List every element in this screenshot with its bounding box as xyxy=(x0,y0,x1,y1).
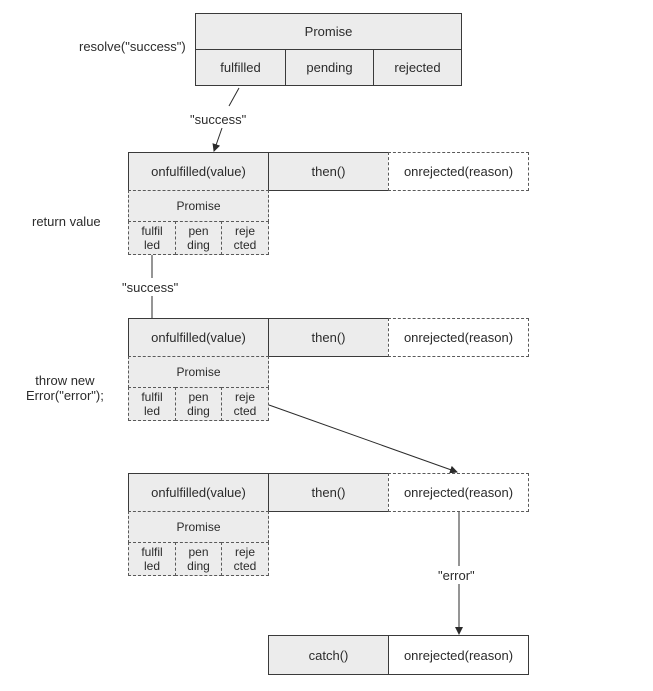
catch-onrejected: onrejected(reason) xyxy=(388,635,529,675)
row1-onfulfilled: onfulfilled(value) xyxy=(128,152,269,191)
success-label-1: "success" xyxy=(190,112,247,127)
error-label: "error" xyxy=(438,568,475,583)
row1-state-rejected: reje cted xyxy=(221,221,269,255)
row2-onrejected: onrejected(reason) xyxy=(388,318,529,357)
arrow-resolve-to-onfulfilled-tail xyxy=(212,127,223,152)
top-state-rejected: rejected xyxy=(373,49,462,86)
return-value-label: return value xyxy=(32,214,101,229)
catch-box: catch() xyxy=(268,635,389,675)
row1-state-fulfilled: fulfil led xyxy=(128,221,176,255)
row1-onrejected: onrejected(reason) xyxy=(388,152,529,191)
row3-then: then() xyxy=(268,473,389,512)
resolve-label: resolve("success") xyxy=(79,39,186,54)
row3-promise: Promise xyxy=(128,511,269,543)
top-state-fulfilled: fulfilled xyxy=(195,49,286,86)
row2-promise: Promise xyxy=(128,356,269,388)
row2-then: then() xyxy=(268,318,389,357)
row2-state-pending: pen ding xyxy=(175,387,222,421)
row3-onfulfilled: onfulfilled(value) xyxy=(128,473,269,512)
top-promise-title: Promise xyxy=(195,13,462,50)
success-label-2: "success" xyxy=(122,280,179,295)
row3-state-fulfilled: fulfil led xyxy=(128,542,176,576)
row1-promise: Promise xyxy=(128,190,269,222)
throw-error-label: throw new Error("error"); xyxy=(26,373,104,403)
row2-state-rejected: reje cted xyxy=(221,387,269,421)
row2-onfulfilled: onfulfilled(value) xyxy=(128,318,269,357)
row3-state-rejected: reje cted xyxy=(221,542,269,576)
arrow-rejected-to-onrejected xyxy=(268,404,458,474)
arrow-resolve-to-onfulfilled xyxy=(228,87,240,107)
top-state-pending: pending xyxy=(285,49,374,86)
row2-state-fulfilled: fulfil led xyxy=(128,387,176,421)
row3-state-pending: pen ding xyxy=(175,542,222,576)
row1-state-pending: pen ding xyxy=(175,221,222,255)
row1-then: then() xyxy=(268,152,389,191)
row3-onrejected: onrejected(reason) xyxy=(388,473,529,512)
